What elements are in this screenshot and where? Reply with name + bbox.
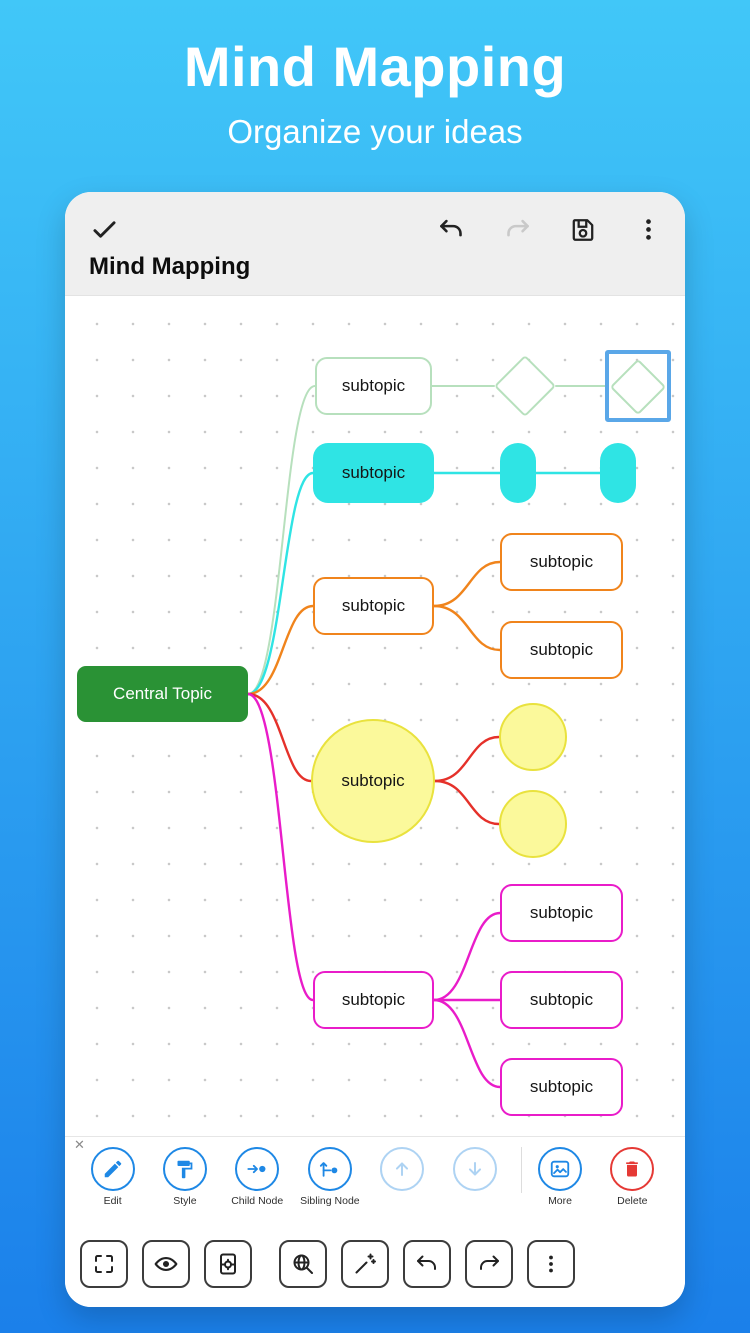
sibling-node-icon — [319, 1162, 338, 1177]
node-subtopic-orange[interactable]: subtopic — [313, 577, 434, 635]
node-subtopic-yellow-circle[interactable]: subtopic — [311, 719, 435, 843]
node-subtopic-orange-child-1[interactable]: subtopic — [500, 533, 623, 591]
kebab-menu-icon — [549, 1255, 553, 1273]
mindmap-edges — [246, 385, 606, 1089]
top-toolbar — [65, 192, 685, 245]
more-button[interactable]: More — [532, 1147, 587, 1207]
redo-icon — [480, 1255, 499, 1270]
delete-button-circle — [610, 1147, 655, 1191]
action-bar-divider — [521, 1147, 523, 1193]
search-button[interactable] — [279, 1240, 327, 1288]
node-subtopic-pink-child-3[interactable]: subtopic — [500, 1058, 623, 1116]
hero-subtitle: Organize your ideas — [227, 113, 523, 150]
node-subtopic-pink-child-1[interactable]: subtopic — [500, 884, 623, 942]
view-tool-bar — [65, 1229, 685, 1307]
redo-icon[interactable] — [504, 216, 531, 243]
child-node-button-circle — [235, 1147, 280, 1191]
paint-roller-icon — [177, 1160, 193, 1178]
delete-button[interactable]: Delete — [605, 1147, 660, 1207]
more-label: More — [548, 1195, 572, 1207]
document-settings-button[interactable] — [204, 1240, 252, 1288]
child-node-button[interactable]: Child Node — [230, 1147, 285, 1207]
undo-button[interactable] — [403, 1240, 451, 1288]
delete-label: Delete — [617, 1195, 648, 1207]
style-button-circle — [162, 1147, 207, 1191]
move-up-button[interactable] — [375, 1147, 430, 1207]
node-subtopic-orange-child-2[interactable]: subtopic — [500, 621, 623, 679]
child-node-label: Child Node — [231, 1195, 284, 1207]
hero-banner: Mind Mapping Organize your ideas — [0, 0, 750, 151]
node-subtopic-pink-child-2[interactable]: subtopic — [500, 971, 623, 1029]
app-card: Mind Mapping subtop — [65, 192, 685, 1307]
undo-icon[interactable] — [438, 216, 465, 243]
node-cyan-pill-2[interactable] — [600, 443, 636, 503]
node-yellow-circle-child-2[interactable] — [499, 790, 567, 858]
document-title: Mind Mapping — [89, 253, 251, 280]
trash-icon — [626, 1161, 639, 1177]
visibility-button[interactable] — [142, 1240, 190, 1288]
eye-icon — [154, 1256, 178, 1272]
fullscreen-icon — [95, 1255, 113, 1273]
move-up-button-circle — [380, 1147, 425, 1191]
magic-wand-icon — [355, 1253, 376, 1274]
node-selection-frame[interactable] — [605, 350, 671, 422]
arrow-up-icon — [396, 1162, 409, 1176]
style-label: Style — [173, 1195, 197, 1207]
more-button-circle — [538, 1147, 583, 1191]
sibling-node-label: Sibling Node — [300, 1195, 360, 1207]
image-icon — [550, 1160, 570, 1178]
style-button[interactable]: Style — [157, 1147, 212, 1207]
node-subtopic-cyan[interactable]: subtopic — [313, 443, 434, 503]
pencil-icon — [104, 1160, 121, 1178]
redo-button[interactable] — [465, 1240, 513, 1288]
node-yellow-circle-child-1[interactable] — [499, 703, 567, 771]
arrow-down-icon — [468, 1162, 481, 1176]
top-toolbar-right-group — [438, 216, 662, 243]
node-action-bar: ✕ Edit Style — [65, 1137, 685, 1229]
app-header: Mind Mapping — [65, 192, 685, 295]
hero-title: Mind Mapping — [183, 35, 567, 98]
node-cyan-pill-1[interactable] — [500, 443, 536, 503]
sibling-node-button-circle — [307, 1147, 352, 1191]
edit-button[interactable]: Edit — [85, 1147, 140, 1207]
undo-icon — [417, 1255, 436, 1270]
confirm-check-icon[interactable] — [91, 216, 118, 243]
move-down-button[interactable] — [447, 1147, 502, 1207]
node-subtopic-green[interactable]: subtopic — [315, 357, 432, 415]
edit-label: Edit — [103, 1195, 122, 1207]
node-subtopic-pink[interactable]: subtopic — [313, 971, 434, 1029]
more-tools-button[interactable] — [527, 1240, 575, 1288]
sibling-node-button[interactable]: Sibling Node — [300, 1147, 360, 1207]
overflow-menu-icon[interactable] — [635, 216, 662, 243]
save-icon[interactable] — [570, 217, 596, 243]
node-central-topic[interactable]: Central Topic — [77, 666, 248, 722]
magic-wand-button[interactable] — [341, 1240, 389, 1288]
mindmap-canvas[interactable]: subtopic subtopic subtopic subtopic subt… — [65, 295, 685, 1137]
document-gear-icon — [220, 1253, 236, 1275]
globe-search-icon — [293, 1254, 313, 1274]
child-node-icon — [247, 1164, 266, 1174]
fullscreen-button[interactable] — [80, 1240, 128, 1288]
collapse-toolbar-button[interactable]: ✕ — [74, 1137, 85, 1152]
edit-button-circle — [90, 1147, 135, 1191]
move-down-button-circle — [452, 1147, 497, 1191]
